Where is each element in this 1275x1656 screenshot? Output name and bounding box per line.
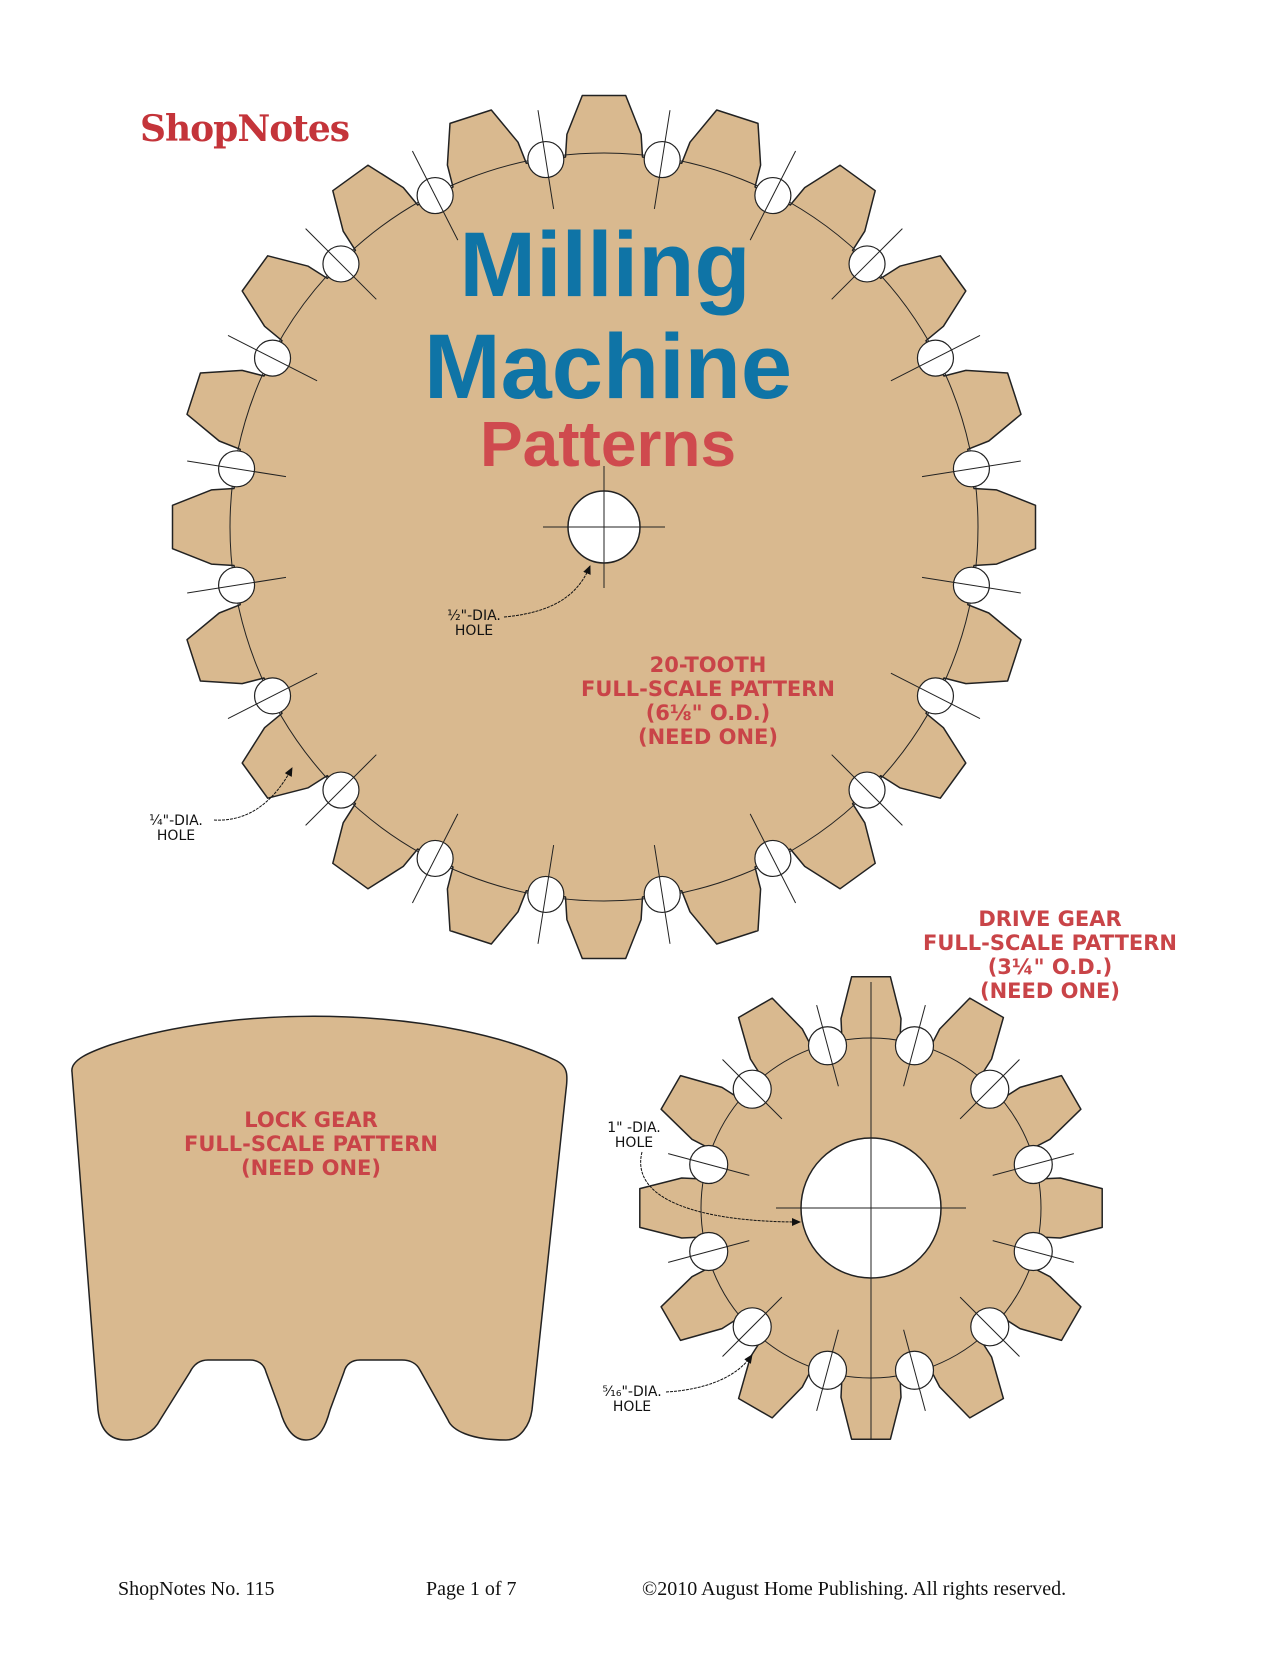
layout-line xyxy=(831,754,903,826)
big-gear-label-line: FULL-SCALE PATTERN xyxy=(581,677,835,701)
layout-line xyxy=(187,460,287,478)
callout-text: ½"-DIA. xyxy=(447,608,501,624)
layout-line xyxy=(411,150,459,241)
lock-gear-label-line: (NEED ONE) xyxy=(241,1156,381,1180)
layout-line xyxy=(890,334,981,382)
layout-line xyxy=(921,576,1021,594)
callout-text: HOLE xyxy=(455,623,493,639)
drive-gear-label: DRIVE GEAR FULL-SCALE PATTERN (3¼" O.D.)… xyxy=(923,907,1177,1003)
layout-line xyxy=(749,150,797,241)
big-gear-label-line: (6⅛" O.D.) xyxy=(646,701,771,725)
layout-line xyxy=(992,1153,1074,1176)
callout-arrow xyxy=(213,767,293,821)
callout-text: HOLE xyxy=(157,828,195,844)
layout-line xyxy=(537,844,555,944)
drive-gear-label-line: (3¼" O.D.) xyxy=(988,955,1113,979)
layout-line xyxy=(722,1059,783,1120)
layout-line xyxy=(187,576,287,594)
layout-line xyxy=(992,1240,1074,1263)
pitch-circle xyxy=(229,152,979,902)
title-line-2: Machine xyxy=(424,316,792,418)
layout-line xyxy=(890,672,981,720)
drive-gear-label-line: FULL-SCALE PATTERN xyxy=(923,931,1177,955)
layout-line xyxy=(959,1296,1020,1357)
layout-line xyxy=(831,228,903,300)
twenty-tooth-gear xyxy=(171,94,1037,960)
lock-gear-label-line: FULL-SCALE PATTERN xyxy=(184,1132,438,1156)
callout-text: HOLE xyxy=(613,1399,651,1415)
layout-line xyxy=(305,228,377,300)
drive-gear-label-line: DRIVE GEAR xyxy=(978,907,1121,931)
layout-line xyxy=(816,1329,839,1411)
layout-line xyxy=(903,1329,926,1411)
big-gear-label-line: 20-TOOTH xyxy=(650,653,767,677)
big-gear-center-hole-callout: ½"-DIA. HOLE xyxy=(447,565,591,639)
callout-arrow xyxy=(665,1354,753,1393)
drive-gear-center-hole-callout: 1" -DIA. HOLE xyxy=(607,1120,801,1226)
big-gear-label: 20-TOOTH FULL-SCALE PATTERN (6⅛" O.D.) (… xyxy=(581,653,835,749)
layout-line xyxy=(959,1059,1020,1120)
layout-line xyxy=(668,1240,750,1263)
footer-copyright: ©2010 August Home Publishing. All rights… xyxy=(642,1578,1067,1600)
lock-gear-label: LOCK GEAR FULL-SCALE PATTERN (NEED ONE) xyxy=(184,1108,438,1180)
callout-text: ⁵⁄₁₆"-DIA. xyxy=(602,1384,661,1400)
lock-gear-shape xyxy=(71,1015,568,1441)
drive-gear-label-line: (NEED ONE) xyxy=(980,979,1120,1003)
layout-line xyxy=(653,110,671,210)
layout-line xyxy=(903,1005,926,1087)
layout-line xyxy=(653,844,671,944)
layout-line xyxy=(921,460,1021,478)
title-line-3: Patterns xyxy=(480,408,736,480)
drive-gear-root-hole-callout: ⁵⁄₁₆"-DIA. HOLE xyxy=(602,1354,753,1415)
layout-line xyxy=(668,1153,750,1176)
callout-text: 1" -DIA. xyxy=(607,1120,661,1136)
drive-gear xyxy=(639,976,1103,1440)
title-line-1: Milling xyxy=(459,214,750,316)
footer-issue: ShopNotes No. 115 xyxy=(118,1578,275,1600)
layout-line xyxy=(227,334,318,382)
shopnotes-logo: ShopNotes xyxy=(140,108,350,150)
layout-line xyxy=(227,672,318,720)
lock-gear-label-line: LOCK GEAR xyxy=(244,1108,378,1132)
layout-line xyxy=(722,1296,783,1357)
callout-arrow xyxy=(640,1151,801,1226)
layout-line xyxy=(305,754,377,826)
layout-line xyxy=(537,110,555,210)
layout-line xyxy=(816,1005,839,1087)
big-gear-root-hole-callout: ¼"-DIA. HOLE xyxy=(149,767,293,844)
callout-text: HOLE xyxy=(615,1135,653,1151)
big-gear-label-line: (NEED ONE) xyxy=(638,725,778,749)
layout-line xyxy=(411,813,459,904)
callout-arrow xyxy=(503,565,591,618)
footer-page-number: Page 1 of 7 xyxy=(426,1578,517,1600)
layout-line xyxy=(749,813,797,904)
callout-text: ¼"-DIA. xyxy=(149,813,203,829)
